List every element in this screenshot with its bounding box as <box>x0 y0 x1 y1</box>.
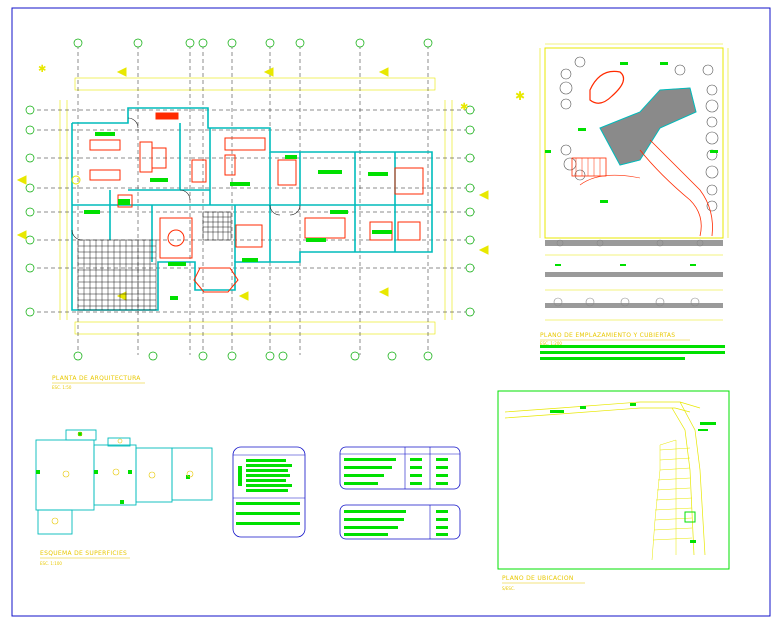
site-plan: ✱ <box>515 43 729 321</box>
svg-text:✱: ✱ <box>515 89 525 103</box>
architecture-plan-title: PLANTA DE ARQUITECTURA <box>52 375 141 382</box>
architecture-plan-scale: ESC. 1:50 <box>52 385 72 390</box>
svg-text:✱: ✱ <box>38 64 46 75</box>
surfaces-scheme <box>35 429 213 535</box>
architecture-floor-plan: ✱ ✱ <box>16 38 489 361</box>
room-tags <box>84 132 392 300</box>
grid-axes <box>30 45 475 355</box>
roof <box>599 87 697 166</box>
axis-bubbles <box>25 38 475 361</box>
pool <box>589 70 625 104</box>
patio-paving <box>77 211 232 311</box>
furniture <box>89 112 424 293</box>
area-table-3 <box>339 504 461 540</box>
location-plan-title: PLANO DE UBICACION <box>502 575 574 582</box>
trees <box>559 56 719 212</box>
door-swings <box>71 117 301 241</box>
area-table-1 <box>232 446 306 538</box>
north-arrow <box>71 175 81 185</box>
surfaces-scheme-title: ESQUEMA DE SUPERFICIES <box>40 550 128 557</box>
location-plan-scale: S/ESC. <box>502 586 516 591</box>
area-table-2 <box>339 446 461 490</box>
section-markers <box>16 67 489 301</box>
location-plan <box>497 390 730 570</box>
svg-text:✱: ✱ <box>460 102 468 113</box>
site-plan-scale: ESC. 1:200 <box>540 341 562 346</box>
sidewalk-road <box>545 239 723 321</box>
surfaces-scheme-scale: ESC. 1:100 <box>40 561 62 566</box>
sheet-border <box>11 7 771 617</box>
site-plan-title: PLANO DE EMPLAZAMIENTO Y CUBIERTAS <box>540 332 676 339</box>
